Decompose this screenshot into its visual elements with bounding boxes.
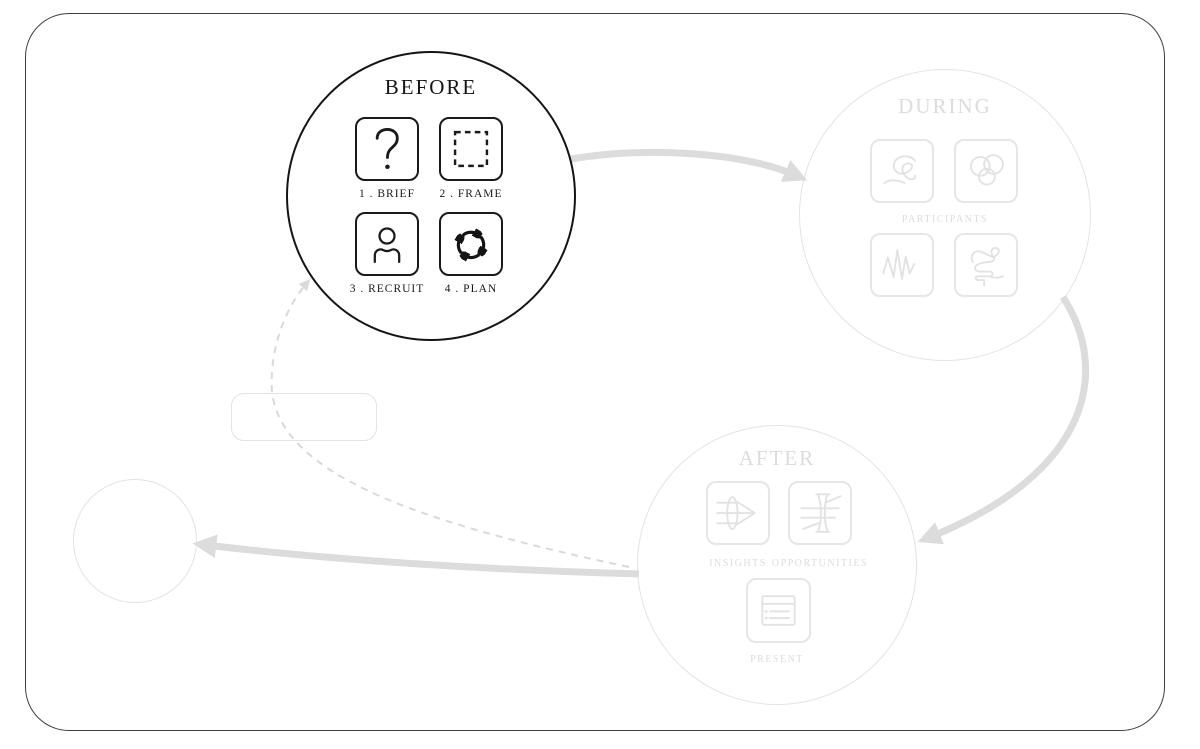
frame-step-label: 2 . FRAME	[439, 188, 503, 200]
participants-label: PARTICIPANTS	[901, 214, 989, 225]
opportunities-tile	[788, 481, 852, 545]
stage-circle-during[interactable]: DURING PARTICIPANTS	[799, 69, 1091, 361]
scribble-icon	[883, 155, 917, 185]
present-slide-icon	[761, 595, 796, 626]
waveform-tile	[870, 233, 934, 297]
dashed-frame-icon	[453, 130, 489, 168]
present-tile	[746, 578, 811, 643]
loop-label-box	[231, 393, 377, 441]
stage-circle-before[interactable]: BEFORE 1 . BRIEF 2 . FRAME	[286, 51, 576, 341]
opportunities-rays-icon	[800, 493, 842, 533]
cycle-arrows-icon	[441, 214, 501, 274]
path-squiggle-tile	[954, 233, 1018, 297]
path-squiggle-icon	[970, 247, 1004, 287]
opportunities-label: OPPORTUNITIES	[771, 558, 869, 569]
scribble-tile	[870, 139, 934, 203]
plan-step-tile[interactable]	[439, 212, 503, 276]
insights-label: INSIGHTS	[709, 558, 767, 569]
frame-step-tile[interactable]	[439, 117, 503, 181]
insights-lens-icon	[716, 496, 756, 530]
recruit-step-tile[interactable]	[355, 212, 419, 276]
venn-tile	[954, 139, 1018, 203]
stage-title-before: BEFORE	[384, 75, 478, 99]
person-icon	[373, 227, 401, 263]
brief-step-tile[interactable]	[355, 117, 419, 181]
stage-title-after: AFTER	[738, 446, 816, 470]
present-label: PRESENT	[750, 654, 804, 665]
stage-title-during: DURING	[898, 94, 992, 118]
brief-step-label: 1 . BRIEF	[359, 188, 415, 200]
waveform-icon	[882, 249, 916, 280]
insights-tile	[706, 481, 770, 545]
canvas-border	[25, 13, 1165, 731]
end-circle	[73, 479, 197, 603]
question-mark-icon	[375, 128, 399, 170]
venn-circles-icon	[970, 154, 1004, 186]
stage-circle-after[interactable]: AFTER INSIGHTS OPPORTUNITIES PRESENT	[637, 425, 917, 705]
plan-step-label: 4 . PLAN	[444, 283, 498, 295]
